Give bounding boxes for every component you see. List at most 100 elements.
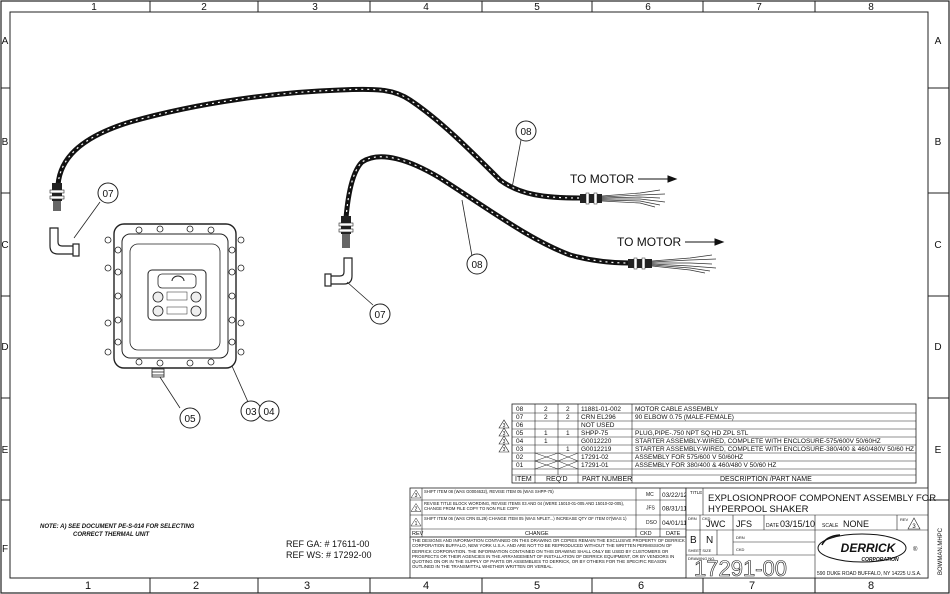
- rev-row-change-box: REVISE TITLE BLOCK WORDING, REVISE ITEMS…: [424, 501, 624, 511]
- scale-value: NONE: [843, 519, 869, 529]
- bom-cell-desc: ASSEMBLY FOR 380/400 & 460/480 V 50/60 H…: [635, 462, 776, 469]
- svg-text:08: 08: [471, 260, 483, 271]
- cable-end-lower: [628, 254, 717, 274]
- cable-gland-lower-left: [338, 216, 354, 248]
- bom-cell-item: 01: [516, 462, 524, 469]
- starter-enclosure: [104, 223, 245, 369]
- col-label: 5: [534, 2, 540, 13]
- bom-cell-item: 04: [516, 438, 524, 445]
- cable-end-upper: [580, 189, 666, 208]
- company-address: 590 DUKE ROAD BUFFALO, NY 14225 U.S.A.: [817, 571, 921, 577]
- callout-04: 04: [258, 400, 280, 422]
- svg-text:04: 04: [263, 407, 275, 418]
- company-name: DERRICK: [841, 541, 897, 555]
- rev-marker-number: 3: [503, 431, 506, 437]
- rev-row-number: 1: [415, 521, 418, 527]
- side-tag: BOWMAN.MHPC: [938, 527, 944, 575]
- to-motor-label: TO MOTOR: [570, 172, 635, 186]
- checked-by: JFS: [736, 519, 752, 529]
- to-motor-arrow: [685, 238, 725, 246]
- rev-row-change-box: SHIFT ITEM 06 (WAS CRN EL29) CHANGE ITEM…: [424, 516, 627, 521]
- elbow-fitting-right: [324, 257, 353, 287]
- inner-border: [9, 11, 929, 579]
- bom-cell-qty-a: 1: [544, 430, 548, 437]
- rev-row-number: 3: [415, 493, 418, 499]
- disclaimer-text: THE DESIGNS AND INFORMATION CONTAINED ON…: [412, 538, 685, 570]
- bom-cell-desc: STARTER ASSEMBLY-WIRED, COMPLETE WITH EN…: [635, 446, 914, 453]
- bom-cell-desc: PLUG,PIPE-.750 NPT SQ HD ZPL STL: [635, 430, 749, 437]
- bom-cell-qty-a: 1: [544, 438, 548, 445]
- sheet-size-label: SHEET SIZE: [688, 548, 712, 553]
- rev-label: REV: [900, 517, 909, 522]
- rev-row-date: 03/22/12: [662, 492, 688, 499]
- bom-cell-part: G0012219: [581, 446, 612, 453]
- column-labels-bottom: 1 2 3 4 5 6 7 8: [85, 580, 874, 592]
- row-labels-right: A B C D E: [934, 36, 941, 456]
- svg-text:05: 05: [184, 414, 196, 425]
- row-label: A: [2, 36, 9, 47]
- rev-row-triangle: [410, 503, 422, 512]
- row-label: D: [934, 342, 941, 353]
- checked-label: CKD: [702, 516, 711, 521]
- bom-cell-qty-b: 1: [566, 446, 570, 453]
- col-label: 4: [423, 580, 429, 592]
- row-label: C: [1, 240, 8, 251]
- derrick-logo: DERRICK ® CORPORATION: [817, 533, 918, 563]
- bom-cell-item: 07: [516, 414, 524, 421]
- row-label: D: [1, 342, 8, 353]
- row-label: B: [935, 137, 942, 148]
- rev-row-change-box: SHIFT ITEM 08 (WAS G0004632), REVISE ITE…: [424, 489, 554, 494]
- motor-cable-upper: [55, 86, 583, 201]
- bom-header-desc: DESCRIPTION /PART NAME: [720, 476, 812, 483]
- col-label: 7: [756, 2, 762, 13]
- row-label: F: [2, 544, 8, 555]
- company-sub: CORPORATION: [861, 557, 899, 563]
- row-label: E: [2, 445, 9, 456]
- row-label: A: [935, 36, 942, 47]
- callout-03: 03: [240, 400, 262, 422]
- to-motor-label: TO MOTOR: [617, 235, 682, 249]
- cable-gland-upper-left: [49, 183, 65, 211]
- rev-row-date: 04/01/11: [662, 520, 687, 527]
- bom-cell-part: 17291-02: [581, 454, 609, 461]
- checked-label-2: CKD: [736, 547, 745, 552]
- bom-cell-qty-a: 2: [544, 406, 548, 413]
- bom-cell-qty-b: 2: [566, 414, 570, 421]
- bom-cell-desc: 90 ELBOW 0.75 (MALE-FEMALE): [635, 414, 734, 421]
- col-label: 1: [91, 2, 97, 13]
- date-label: DATE: [766, 523, 780, 529]
- revision-block: 3 SHIFT ITEM 08 (WAS G0004632), REVISE IT…: [409, 487, 688, 538]
- drawn-label: DRN: [688, 516, 697, 521]
- enclosure-bolts: [104, 225, 245, 367]
- rev-row-checked: JFS: [646, 506, 656, 512]
- title-line-2: HYPERPOOL SHAKER: [708, 504, 809, 515]
- bom-cell-desc: STARTER ASSEMBLY-WIRED, COMPLETE WITH EN…: [635, 438, 881, 445]
- rev-row-triangle: [410, 517, 422, 527]
- col-label: 8: [868, 580, 874, 592]
- col-label: 5: [534, 580, 540, 592]
- svg-text:07: 07: [374, 310, 386, 321]
- title-line-1: EXPLOSIONPROOF COMPONENT ASSEMBLY FOR: [708, 493, 936, 504]
- bom-cell-item: 03: [516, 446, 524, 453]
- bom-cell-desc: MOTOR CABLE ASSEMBLY: [635, 406, 719, 413]
- registered-mark: ®: [913, 546, 918, 553]
- rev-row-checked: DSO: [646, 520, 657, 526]
- callout-08-a: 08: [515, 120, 537, 142]
- drawing-number: 17291-00: [694, 556, 787, 581]
- col-label: 7: [749, 580, 755, 592]
- drawing-date: 03/15/10: [780, 519, 815, 529]
- bom-cell-qty-b: 2: [566, 406, 570, 413]
- drawn-label-2: DRN: [736, 535, 745, 540]
- bom-header-item: ITEM: [515, 476, 532, 483]
- bom-cell-item: 05: [516, 430, 524, 437]
- rev-marker-number: 3: [503, 423, 506, 429]
- cable-jacket-pattern: [57, 88, 581, 199]
- col-label: 4: [423, 2, 429, 13]
- svg-text:07: 07: [102, 189, 114, 200]
- row-label: B: [2, 137, 9, 148]
- sheet-n: N: [706, 535, 713, 546]
- rev-row-checked: MC: [646, 492, 654, 498]
- rev-row-number: 2: [415, 507, 418, 513]
